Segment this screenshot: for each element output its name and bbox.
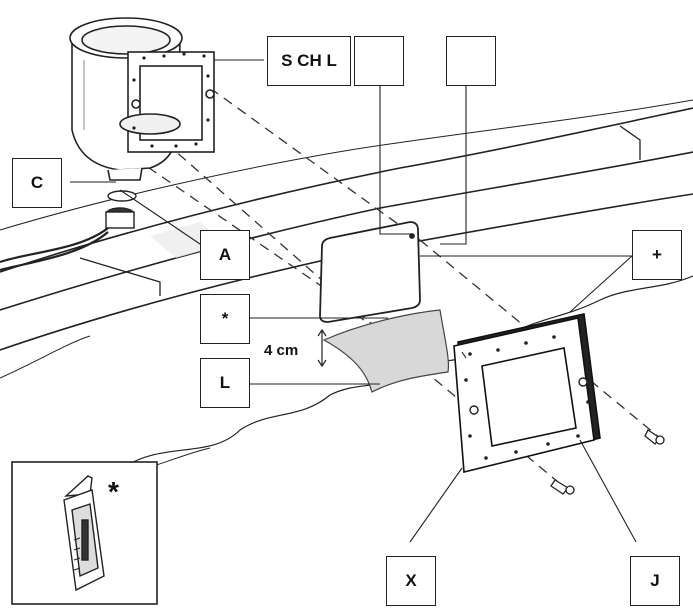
screw-icon [550,429,665,495]
label-l: L [200,358,250,408]
leader-lines [70,59,637,543]
label-star: * [200,294,250,344]
hose-connector [0,190,137,272]
label-c: C [12,158,62,208]
faceplate [453,313,601,474]
label-x: X [386,556,436,606]
faceplate-holes [464,335,590,460]
label-j: J [630,556,680,606]
knife-icon [63,475,105,592]
label-skimmer-parts: S CH L [267,36,351,86]
knife-inset [11,461,158,605]
liner-cut-area [322,309,450,393]
label-blank-2 [446,36,496,86]
skimmer-screws [132,52,210,148]
inset-star-mark: * [108,476,119,507]
label-plus: + [632,230,682,280]
skimmer-icon [69,17,215,181]
measurement-text: 4 cm [264,342,299,359]
faceplate-large-holes [469,377,588,415]
label-a: A [200,230,250,280]
label-blank-1 [354,36,404,86]
dimension-4cm [317,328,327,368]
gasket [319,221,421,323]
